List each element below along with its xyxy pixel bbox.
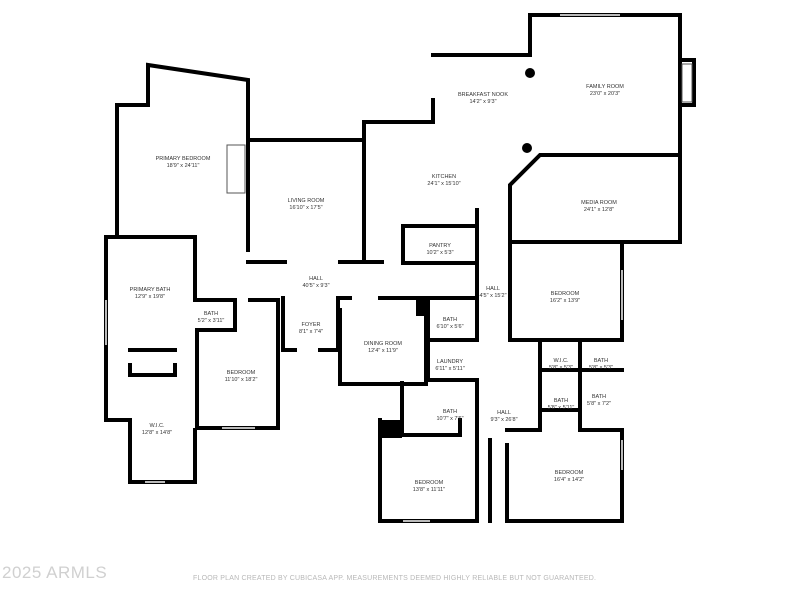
room-dims: 16'2" x 13'9" xyxy=(549,298,581,304)
room-name: PANTRY xyxy=(429,243,451,249)
room-name: BEDROOM xyxy=(554,470,584,476)
room-name: MEDIA ROOM xyxy=(581,200,617,206)
room-name: W.I.C. xyxy=(149,423,165,429)
room-dims: 18'9" x 24'11" xyxy=(166,163,200,169)
room-dims: 10'7" x 7'6" xyxy=(436,416,464,422)
room-name: HALL xyxy=(486,286,500,292)
watermark: 2025 ARMLS xyxy=(2,563,108,582)
room-name: BATH xyxy=(203,311,219,317)
windows xyxy=(105,14,623,522)
room-dims: 24'1" x 15'10" xyxy=(427,181,461,187)
room-label: W.I.C.5'8" x 5'3" xyxy=(549,358,573,372)
room-dims: 5'2" x 3'11" xyxy=(197,318,225,324)
room-name: KITCHEN xyxy=(431,174,457,180)
room-name: W.I.C. xyxy=(553,358,569,364)
room-dims: 11'10" x 18'2" xyxy=(224,377,258,383)
room-name: BATH xyxy=(553,398,569,404)
fireplaces xyxy=(226,63,693,194)
room-dims: 13'8" x 11'11" xyxy=(412,487,446,493)
columns xyxy=(380,68,535,438)
room-dims: 16'4" x 14'2" xyxy=(553,477,585,483)
room-name: BATH xyxy=(593,358,609,364)
room-dims: 40'5" x 9'3" xyxy=(302,283,330,289)
room-name: HALL xyxy=(497,410,511,416)
room-name: BEDROOM xyxy=(550,291,580,297)
room-name: BATH xyxy=(442,409,458,415)
room-dims: 5'8" x 5'3" xyxy=(548,365,574,371)
room-dims: 4'5" x 15'2" xyxy=(479,293,507,299)
room-name: PRIMARY BEDROOM xyxy=(155,156,211,162)
room-dims: 23'0" x 20'3" xyxy=(589,91,621,97)
room-name: BATH xyxy=(591,394,607,400)
room-dims: 8'1" x 7'4" xyxy=(298,329,324,335)
room-name: LIVING ROOM xyxy=(287,198,325,204)
disclaimer: FLOOR PLAN CREATED BY CUBICASA APP. MEAS… xyxy=(193,575,597,582)
room-dims: 12'9" x 19'8" xyxy=(134,294,166,300)
room-dims: 9'3" x 26'8" xyxy=(490,417,518,423)
room-name: HALL xyxy=(309,276,323,282)
room-dims: 5'8" x 5'11" xyxy=(547,405,575,411)
room-label: W.I.C.12'8" x 14'8" xyxy=(142,423,172,437)
room-name: BEDROOM xyxy=(226,370,256,376)
room-dims: 24'1" x 12'8" xyxy=(583,207,615,213)
room-name: BATH xyxy=(442,317,458,323)
room-name: PRIMARY BATH xyxy=(129,287,171,293)
room-dims: 10'2" x 5'3" xyxy=(426,250,454,256)
room-dims: 12'8" x 14'8" xyxy=(141,430,173,436)
room-name: BREAKFAST NOOK xyxy=(457,92,509,98)
room-name: BEDROOM xyxy=(414,480,444,486)
room-dims: 16'10" x 17'5" xyxy=(289,205,323,211)
room-dims: 6'10" x 5'6" xyxy=(436,324,464,330)
room-name: LAUNDRY xyxy=(436,359,464,365)
room-dims: 5'8" x 5'3" xyxy=(588,365,614,371)
room-dims: 6'11" x 5'11" xyxy=(435,366,465,372)
room-name: FOYER xyxy=(301,322,321,328)
room-dims: 5'8" x 7'2" xyxy=(586,401,612,407)
room-dims: 14'2" x 9'3" xyxy=(469,99,497,105)
room-name: FAMILY ROOM xyxy=(586,84,624,90)
room-dims: 12'4" x 11'9" xyxy=(368,348,398,354)
room-name: DINING ROOM xyxy=(364,341,402,347)
walls xyxy=(104,13,696,523)
